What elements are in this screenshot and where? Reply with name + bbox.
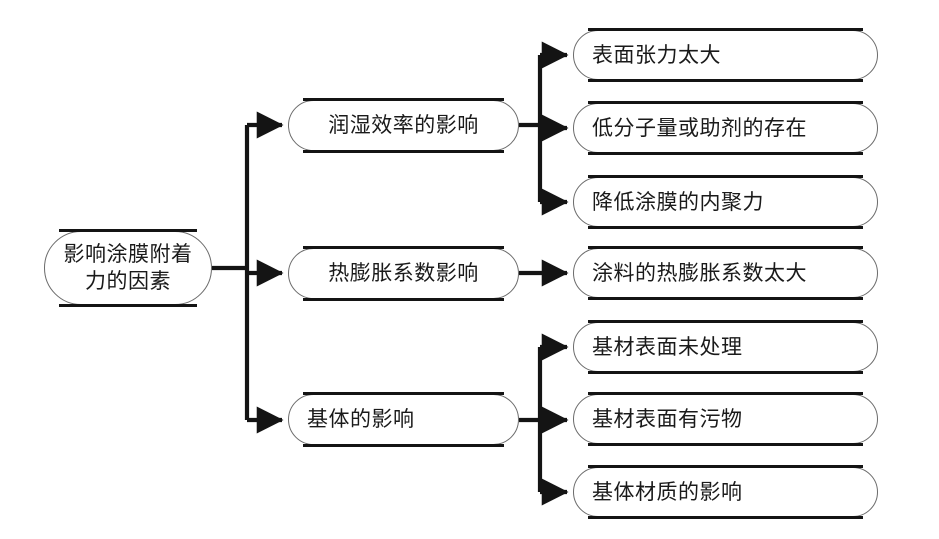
node-branch-thermal-expansion[interactable]: 热膨胀系数影响: [288, 246, 519, 301]
node-branch-wetting-efficiency-label: 润湿效率的影响: [328, 113, 479, 138]
node-leaf-coating-expansion-too-large-label: 涂料的热膨胀系数太大: [592, 260, 807, 285]
node-leaf-coating-expansion-too-large[interactable]: 涂料的热膨胀系数太大: [573, 246, 878, 300]
node-leaf-reduced-cohesion[interactable]: 降低涂膜的内聚力: [573, 175, 878, 229]
node-leaf-contaminated-surface[interactable]: 基材表面有污物: [573, 392, 878, 446]
node-root-label: 影响涂膜附着力的因素: [63, 242, 193, 293]
node-leaf-untreated-surface[interactable]: 基材表面未处理: [573, 320, 878, 374]
node-leaf-surface-tension-label: 表面张力太大: [592, 42, 721, 67]
node-leaf-surface-tension[interactable]: 表面张力太大: [573, 28, 878, 82]
node-leaf-low-molecular-weight[interactable]: 低分子量或助剂的存在: [573, 101, 878, 155]
node-leaf-reduced-cohesion-label: 降低涂膜的内聚力: [592, 189, 764, 214]
node-leaf-low-molecular-weight-label: 低分子量或助剂的存在: [592, 115, 807, 140]
node-root[interactable]: 影响涂膜附着力的因素: [44, 229, 212, 307]
node-leaf-substrate-material-label: 基体材质的影响: [592, 479, 743, 504]
node-leaf-substrate-material[interactable]: 基体材质的影响: [573, 465, 878, 519]
node-branch-wetting-efficiency[interactable]: 润湿效率的影响: [288, 98, 519, 153]
node-branch-substrate[interactable]: 基体的影响: [288, 392, 519, 447]
node-leaf-untreated-surface-label: 基材表面未处理: [592, 334, 743, 359]
node-branch-substrate-label: 基体的影响: [307, 407, 415, 432]
node-branch-thermal-expansion-label: 热膨胀系数影响: [328, 261, 479, 286]
node-leaf-contaminated-surface-label: 基材表面有污物: [592, 406, 743, 431]
